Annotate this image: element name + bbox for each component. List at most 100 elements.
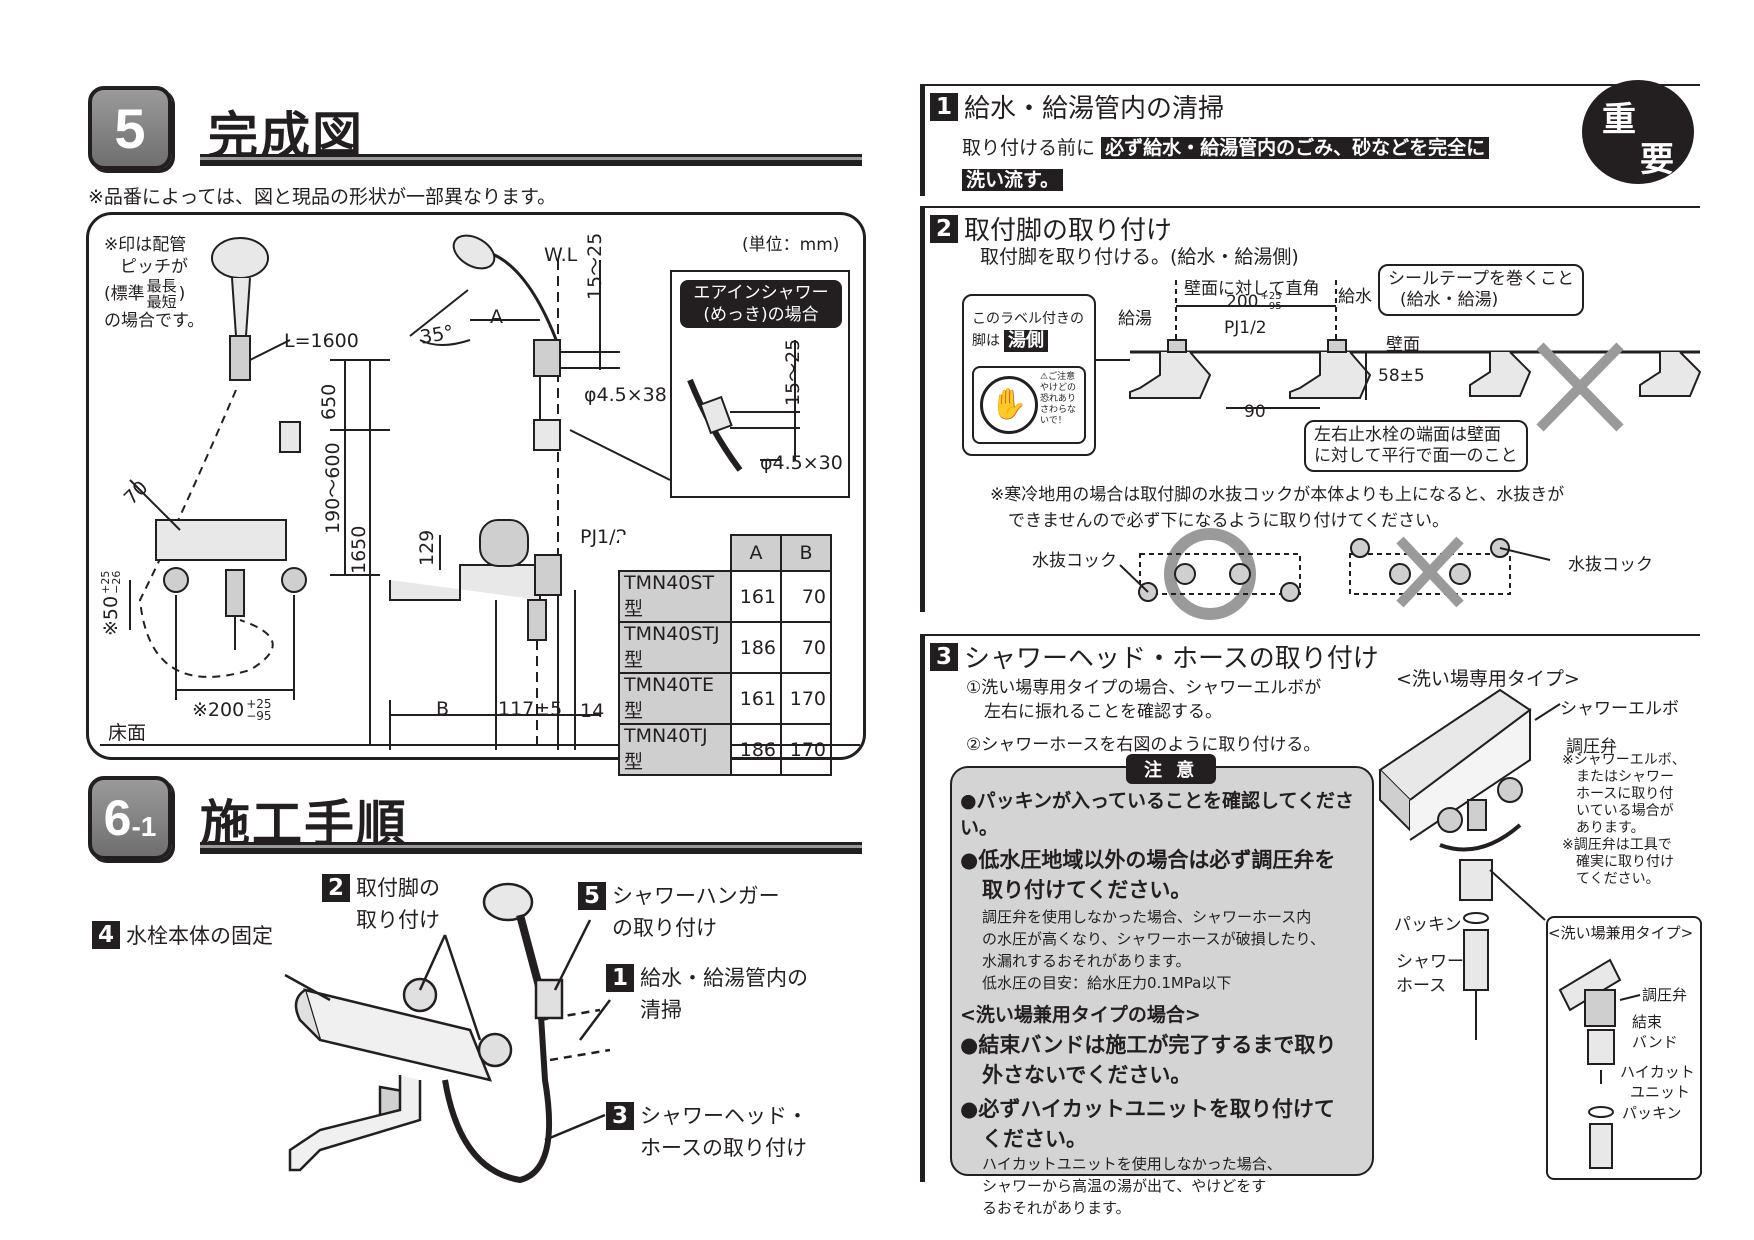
step2-heading-title: 取付脚の取り付け xyxy=(964,216,1173,246)
table-row: TMN40TJ型 186 170 xyxy=(618,723,832,776)
pitch-note-line: ※印は配管 xyxy=(104,235,187,255)
table-header-b: B xyxy=(780,534,832,572)
label-wl: W.L xyxy=(544,244,578,266)
tol-lower: −95 xyxy=(246,709,272,723)
step3-rule xyxy=(920,634,1700,636)
step1-badge: 1 xyxy=(606,964,634,992)
tol-lower: −95 xyxy=(1260,301,1282,312)
sticker-text: やけどの xyxy=(1040,383,1077,393)
caution-item: ください。 xyxy=(982,1127,1087,1151)
type-b-label: <洗い場兼用タイプ> xyxy=(1548,924,1694,942)
aershower-inset xyxy=(670,270,850,498)
important-badge-char: 重 xyxy=(1602,100,1636,140)
caution-item: ●低水圧地域以外の場合は必ず調圧弁を xyxy=(960,848,1336,872)
caution-item: ●必ずハイカットユニットを取り付けて xyxy=(960,1097,1335,1121)
seal-tape-text: (給水・給湯) xyxy=(1400,290,1499,310)
type-b-inset xyxy=(1546,916,1702,1180)
aershower-title: エアインシャワー (めっき)の場合 xyxy=(680,280,842,328)
table-row: TMN40STJ型 186 70 xyxy=(618,621,832,674)
step1-text-pre: 取り付ける前に xyxy=(962,137,1096,159)
valve-note-line: ※調圧弁は工具で xyxy=(1562,837,1672,853)
step3-item1: ①洗い場専用タイプの場合、シャワーエルボが 左右に振れることを確認する。 xyxy=(966,676,1321,724)
dim-90: 90 xyxy=(1244,402,1266,422)
caution-body: 調圧弁を使用しなかった場合、シャワーホース内 xyxy=(982,908,1312,926)
step1-text: 取り付ける前に 必ず給水・給湯管内のごみ、砂などを完全に 洗い流す。 xyxy=(962,132,1490,196)
pitch-note-line: の場合です。 xyxy=(104,311,205,331)
band-label: 結束 バンド xyxy=(1632,1012,1678,1052)
important-badge: 重 要 xyxy=(1582,80,1694,184)
parallel-callout: 左右止水栓の端面は壁面 に対して平行で面一のこと xyxy=(1304,420,1528,472)
step1-heading-title: 給水・給湯管内の清掃 xyxy=(964,94,1225,124)
hicut-label-line: ハイカット xyxy=(1620,1063,1695,1081)
aershower-title-line: エアインシャワー xyxy=(693,283,829,303)
step1-bar xyxy=(920,84,925,196)
cold-region-line: できませんので必ず下になるように取り付けてください。 xyxy=(1008,511,1449,531)
table-row: TMN40ST型 161 70 xyxy=(618,570,832,623)
step3-heading-badge: 3 xyxy=(930,642,958,671)
step5-line2: の取り付け xyxy=(612,916,717,940)
valve-note-line: いている場合が xyxy=(1576,803,1674,819)
table-cell-a: 161 xyxy=(730,672,782,725)
hicut-label: ハイカット ユニット xyxy=(1620,1062,1695,1102)
section5-note: ※品番によっては、図と現品の形状が一部異なります。 xyxy=(88,186,557,208)
tol-upper: +25 xyxy=(1260,291,1282,302)
section6-rule xyxy=(200,842,862,854)
step3-heading-title: シャワーヘッド・ホースの取り付け xyxy=(964,644,1379,674)
step1-text-highlight: 必ず給水・給湯管内のごみ、砂などを完全に xyxy=(1101,137,1490,159)
table-header-a: A xyxy=(730,534,782,572)
step2-rule xyxy=(920,206,1700,208)
valve-note-line: あります。 xyxy=(1576,820,1645,836)
section5-number: 5 xyxy=(88,86,172,170)
step3-item2: ②シャワーホースを右図のように取り付ける。 xyxy=(966,735,1321,755)
pj-right: PJ1/2 xyxy=(1224,318,1267,338)
section6-number-main: 6 xyxy=(103,790,132,846)
dim-14: 14 xyxy=(580,700,605,722)
table-cell-b: 70 xyxy=(780,570,832,623)
dim-B: B xyxy=(436,698,450,720)
valve-note-line: てください。 xyxy=(1576,871,1660,887)
step4-line1: 水栓本体の固定 xyxy=(126,924,273,948)
table-cell-model: TMN40TE型 xyxy=(618,672,732,725)
dim-A: A xyxy=(490,306,503,328)
hose-label-line: シャワー xyxy=(1396,952,1464,972)
drain-cock-label: 水抜コック xyxy=(1032,551,1117,571)
valve-note-line: ※シャワーエルボ、 xyxy=(1562,752,1686,768)
valve-label: 調圧弁 xyxy=(1566,737,1617,757)
sticker-text: 恐れあり xyxy=(1040,394,1077,404)
dim-200-value: ※200 xyxy=(192,699,245,721)
section5-rule xyxy=(200,154,862,166)
parallel-text: に対して平行で面一のこと xyxy=(1314,446,1518,466)
caution-item: ●結束バンドは施工が完了するまで取り xyxy=(960,1033,1337,1057)
seal-tape-callout: シールテープを巻くこと (給水・給湯) xyxy=(1378,264,1584,316)
step2-line2: 取り付け xyxy=(356,908,440,932)
caution-body: の水圧が高くなり、シャワーホースが破損したり、 xyxy=(982,930,1326,948)
completion-diagram-frame xyxy=(86,212,866,760)
packing2-label: パッキン xyxy=(1622,1104,1682,1122)
step1-line1: 給水・給湯管内の xyxy=(640,966,808,990)
valve-note-line: 確実に取り付け xyxy=(1576,854,1674,870)
elbow-label: シャワーエルボ xyxy=(1560,699,1679,719)
dim-phi30: φ4.5×30 xyxy=(760,452,843,474)
table-cell-b: 70 xyxy=(780,621,832,674)
sticker-text: いで！ xyxy=(1040,416,1067,426)
section6-number: 6-1 xyxy=(88,776,172,860)
hicut-label-line: ユニット xyxy=(1630,1083,1691,1101)
no-touch-icon: ✋ xyxy=(980,376,1038,434)
caution-body: シャワーから高温の湯が出て、やけどをす xyxy=(982,1177,1267,1195)
wall-label: 壁面 xyxy=(1386,335,1420,355)
model-dimension-table: A B TMN40ST型 161 70 TMN40STJ型 186 70 TMN… xyxy=(618,534,832,776)
sticker-text: ⚠ご注意 xyxy=(1040,372,1076,382)
step1-heading-badge: 1 xyxy=(930,92,958,121)
table-cell-a: 161 xyxy=(730,570,782,623)
hose-label-line: ホース xyxy=(1396,976,1447,996)
step5-badge: 5 xyxy=(578,882,606,910)
